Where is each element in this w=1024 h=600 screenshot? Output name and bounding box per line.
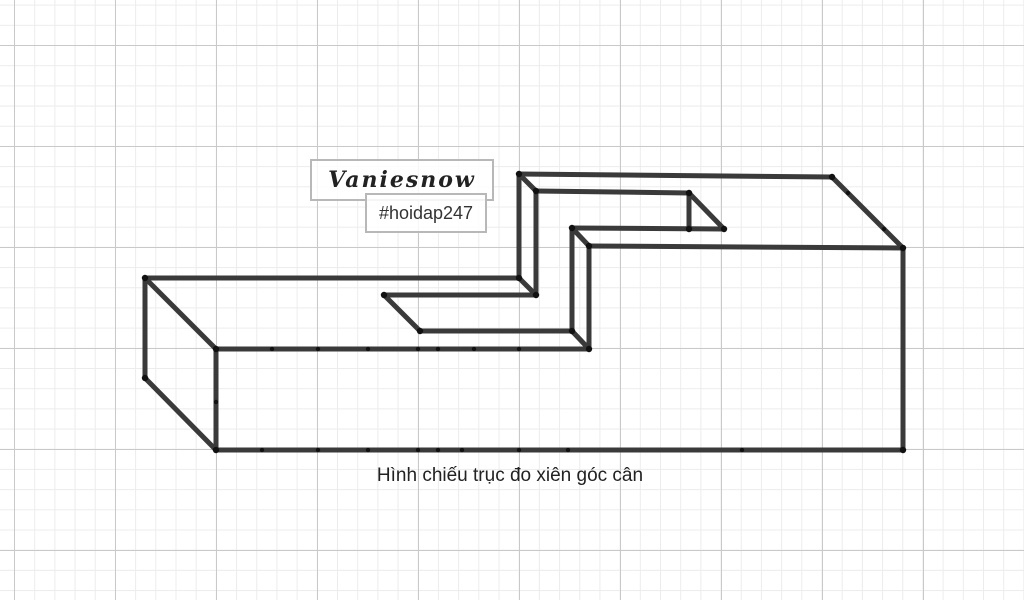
vertex-point [141,274,149,282]
edge [586,243,906,251]
vertex-point [269,346,275,352]
vertex-point [899,244,907,252]
vertex-point [685,189,693,197]
vertex-point [435,447,441,453]
vertex-point [315,346,321,352]
vertex-point [471,346,477,352]
vertex-point [415,346,421,352]
edge [516,171,539,194]
edge [686,190,727,232]
edge [533,188,692,196]
vertex-point [515,274,523,282]
vertex-point [845,190,851,196]
vertex-point [259,447,265,453]
vertex-point [459,447,465,453]
edge [569,225,727,232]
vertex-point [585,345,593,353]
vertex-point [435,346,441,352]
vertex-point [416,327,424,335]
vertex-point [899,446,907,454]
figure-caption: Hình chiếu trục đo xiên góc cân [376,465,644,486]
vertex-point [516,346,522,352]
object-edges [142,171,906,453]
edge [142,375,219,453]
edge [142,275,219,352]
vertex-point [585,242,593,250]
vertex-point [415,447,421,453]
edge [829,174,906,251]
vertex-point [568,224,576,232]
vertex-point [568,327,576,335]
vertex-point [685,225,693,233]
hashtag-label: #hoidap247 [365,193,487,233]
vertex-point [365,447,371,453]
vertex-point [881,226,887,232]
vertex-point [532,187,540,195]
vertex-point [828,173,836,181]
edge [569,328,592,352]
vertex-point [565,447,571,453]
vertex-point [212,345,220,353]
vertex-point [380,291,388,299]
edge [516,171,835,180]
vertex-point [213,399,219,405]
vertex-point [720,225,728,233]
vertex-point [212,446,220,454]
edge [381,292,423,334]
edge [516,275,539,298]
vertex-point [516,447,522,453]
vertex-point [315,447,321,453]
vertex-point [141,374,149,382]
vertex-point [365,346,371,352]
edge [569,225,592,249]
vertex-point [532,291,540,299]
vertex-point [739,447,745,453]
vertex-point [515,170,523,178]
construction-points [141,170,907,454]
